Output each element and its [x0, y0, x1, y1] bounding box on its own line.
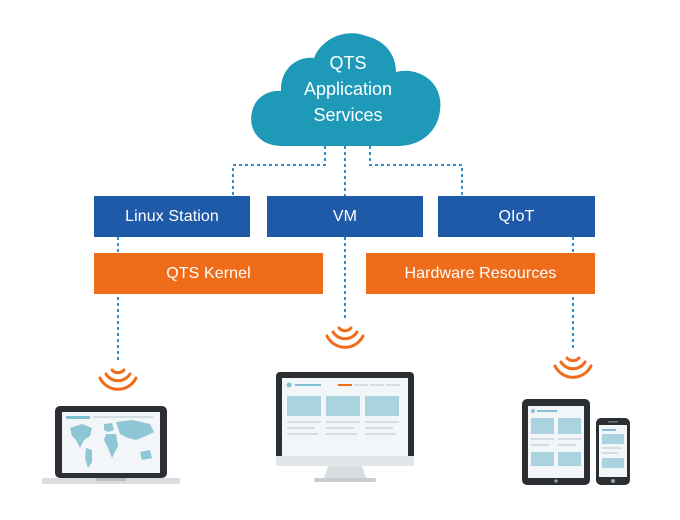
cloud-label-line-3: Services [313, 105, 383, 125]
connector-cloud-qiot [369, 146, 463, 196]
hardware-resources-label: Hardware Resources [404, 264, 557, 282]
qiot-label: QIoT [498, 207, 535, 225]
tablet-icon [522, 399, 590, 485]
laptop-icon [42, 406, 180, 484]
hardware-resources-box: Hardware Resources [366, 253, 595, 294]
qts-kernel-box: QTS Kernel [94, 253, 323, 294]
smartphone-icon [596, 418, 630, 485]
desktop-monitor-icon [276, 372, 414, 482]
qts-kernel-label: QTS Kernel [166, 264, 251, 282]
cloud-label-line-2: Application [303, 79, 393, 99]
cloud-label: QTS Application Services [258, 50, 438, 128]
cloud-shape [251, 33, 441, 146]
linux-station-box: Linux Station [94, 196, 250, 237]
cloud-label-line-1: QTS [329, 53, 367, 73]
vm-box: VM [267, 196, 423, 237]
wifi-icon-desktop [325, 326, 365, 349]
connector-cloud-linux [232, 146, 326, 196]
linux-station-label: Linux Station [125, 207, 219, 225]
qiot-box: QIoT [438, 196, 595, 237]
world-map-icon [70, 420, 154, 468]
vm-label: VM [332, 207, 358, 225]
wifi-icon-mobile [553, 356, 593, 379]
wifi-icon-laptop [98, 368, 138, 391]
